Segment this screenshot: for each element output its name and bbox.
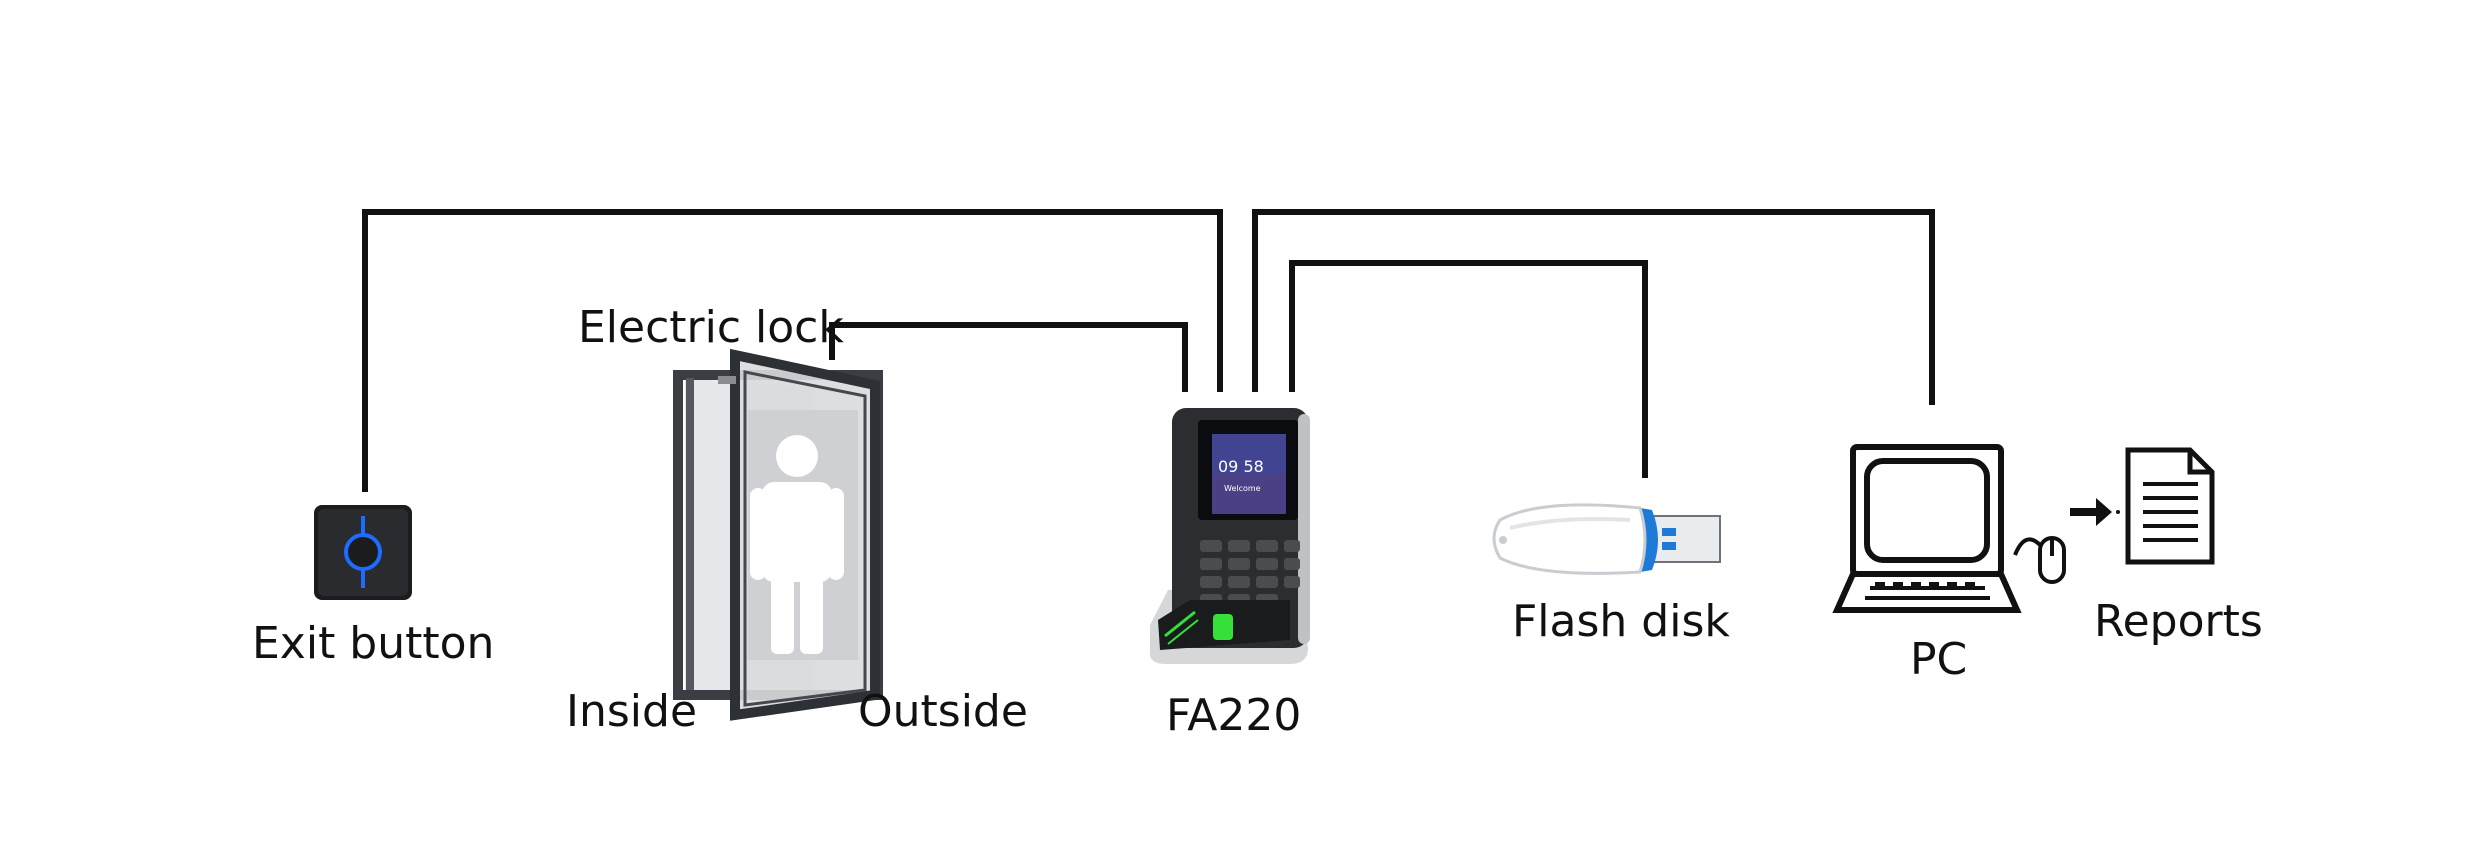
label-inside: Inside [566, 686, 698, 737]
label-exit-button: Exit button [252, 618, 495, 669]
mouse-icon [2013, 536, 2066, 584]
terminal-screen-time: 09 58 [1218, 457, 1264, 476]
document-icon [2125, 447, 2215, 565]
wire-electric-lock [829, 322, 1188, 392]
arrow-right-icon [2070, 498, 2120, 526]
terminal-icon [1149, 408, 1310, 664]
exit-button-icon [314, 505, 412, 600]
wire-exit-button [362, 209, 1223, 492]
label-electric-lock: Electric lock [578, 302, 844, 353]
laptop-icon [1832, 444, 2022, 613]
label-outside: Outside [858, 686, 1028, 737]
label-pc: PC [1910, 634, 1968, 685]
terminal-screen-message: Welcome [1224, 484, 1261, 493]
label-reports: Reports [2094, 596, 2263, 647]
label-device: FA220 [1166, 690, 1302, 741]
wire-flash-disk [1289, 260, 1648, 478]
wires [362, 209, 1935, 492]
person-icon [750, 435, 844, 654]
usb-flash-icon [1492, 503, 1721, 575]
wire-pc [1252, 209, 1935, 405]
label-flash-disk: Flash disk [1512, 596, 1730, 647]
